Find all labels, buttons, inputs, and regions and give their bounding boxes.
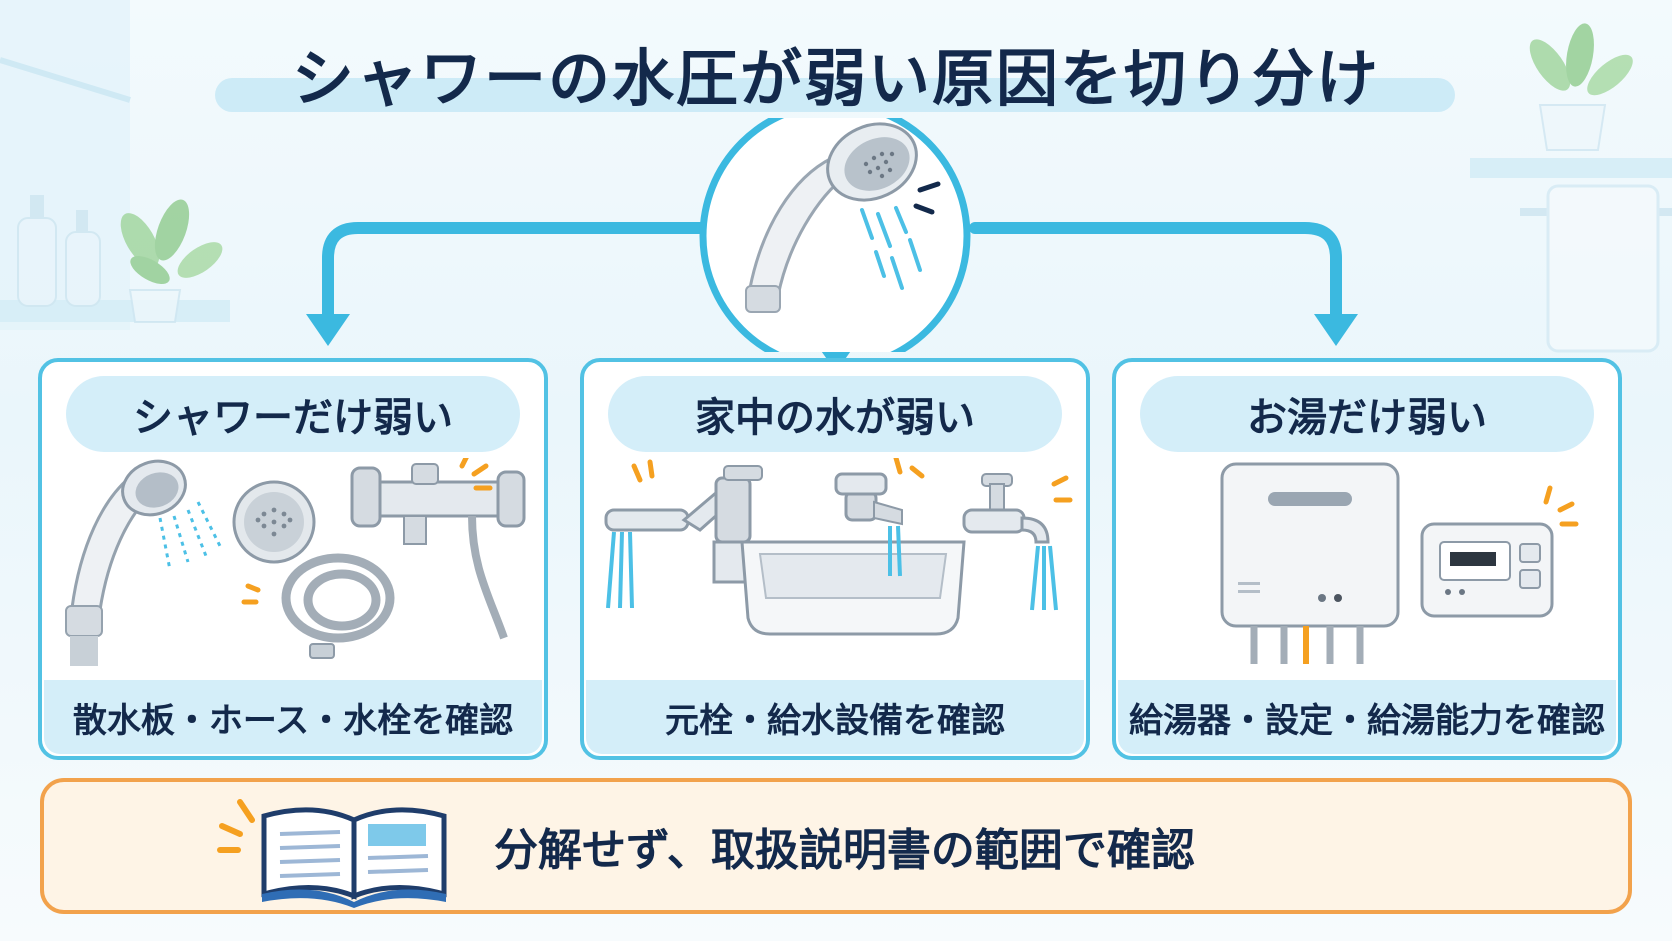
panel-illustration [1220,462,1579,664]
panel-heading: 家中の水が弱い [608,376,1062,452]
panel-illustration [65,458,526,666]
shower-head-icon [699,118,971,352]
highlight-marks [241,458,493,605]
panel-footer: 散水板・ホース・水栓を確認 [44,680,542,754]
panel-heading: シャワーだけ弱い [66,376,520,452]
arrow-right-icon [1314,314,1358,346]
shower-head-icon [65,459,222,666]
panel-hot-water-only: お湯だけ弱い 給湯器・設定・給湯能力を確認 [1112,358,1622,760]
highlight-marks [1543,485,1579,527]
panel-footer: 給湯器・設定・給湯能力を確認 [1118,680,1616,754]
panel-whole-house: 家中の水が弱い [580,358,1090,760]
towel-icon [1520,184,1672,353]
sink-icon [740,472,966,636]
page-title: シャワーの水圧が弱い原因を切り分け [291,42,1380,115]
bottom-note: 分解せず、取扱説明書の範囲で確認 [40,778,1632,914]
open-book-icon [217,799,447,908]
bottom-note-text: 分解せず、取扱説明書の範囲で確認 [494,825,1195,876]
remote-controller-icon [1420,522,1554,618]
kitchen-faucet-icon [604,465,763,609]
arrow-left-icon [306,314,350,346]
water-heater-icon [1220,462,1400,664]
panel-heading: お湯だけ弱い [1140,376,1594,452]
panel-footer: 元栓・給水設備を確認 [586,680,1084,754]
bottle-icon [17,195,101,307]
tap-icon [962,473,1058,611]
faucet-mixer-icon [350,463,526,640]
title-underline [215,78,1455,112]
hose-icon [281,553,395,643]
panel-illustration [604,458,1073,636]
panel-shower-only: シャワーだけ弱い [38,358,548,760]
highlight-marks [631,458,1073,503]
shower-plate-icon [232,480,316,564]
plant-icon [120,199,223,323]
plant-icon [1529,23,1633,151]
